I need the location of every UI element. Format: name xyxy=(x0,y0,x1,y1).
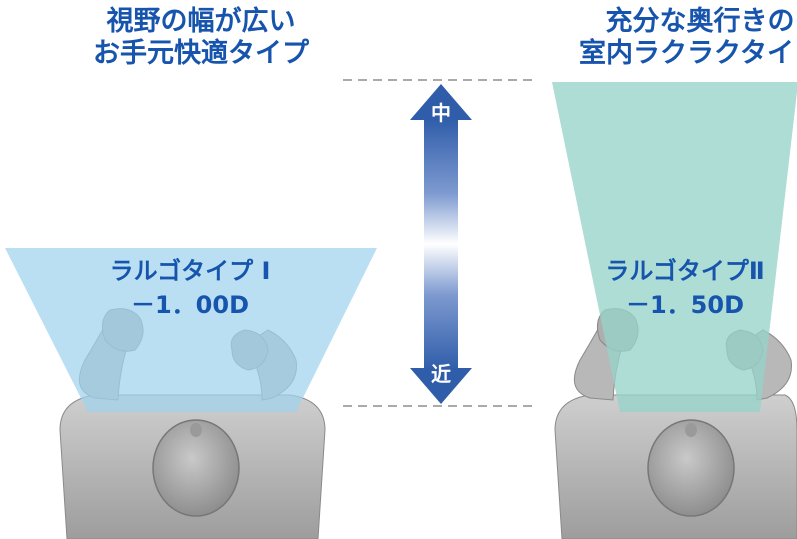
right-lens-label: ラルゴタイプⅡ －1．50D xyxy=(555,254,797,322)
left-lens-label: ラルゴタイプ Ⅰ －1．00D xyxy=(40,254,340,322)
left-type-title: 視野の幅が広い お手元快適タイプ xyxy=(76,6,326,70)
right-type-title: 充分な奥行きの 室内ラクラクタイプ xyxy=(550,6,797,70)
field-of-view-right xyxy=(552,82,797,412)
right-title-line1: 充分な奥行きの xyxy=(605,6,795,37)
right-title-line2: 室内ラクラクタイプ xyxy=(579,38,797,69)
label-near-distance: 近 xyxy=(431,362,451,386)
distance-arrow xyxy=(410,84,472,404)
label-middle-distance: 中 xyxy=(431,101,451,125)
left-title-line1: 視野の幅が広い xyxy=(106,6,296,37)
field-of-view-left xyxy=(5,248,377,412)
left-lens-name: ラルゴタイプ Ⅰ xyxy=(109,257,271,285)
left-lens-power: －1．00D xyxy=(130,291,250,319)
right-lens-power: －1．50D xyxy=(625,291,745,319)
left-title-line2: お手元快適タイプ xyxy=(93,38,309,69)
right-lens-name: ラルゴタイプⅡ xyxy=(605,257,765,285)
